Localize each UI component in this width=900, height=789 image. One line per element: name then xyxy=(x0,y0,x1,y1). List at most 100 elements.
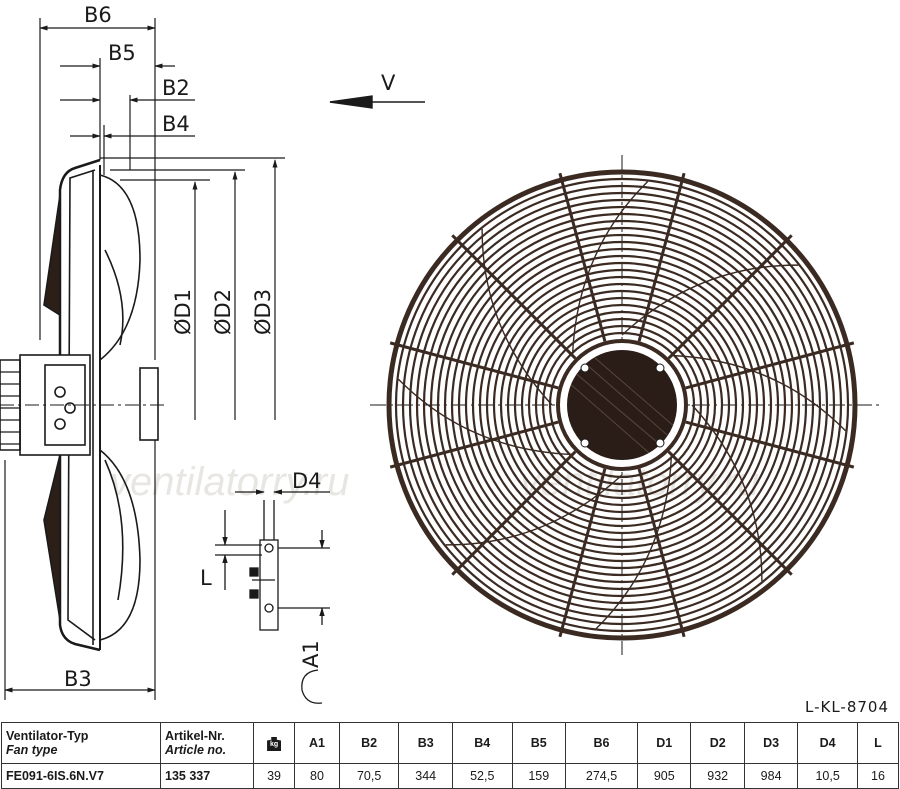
cell-value: 932 xyxy=(690,763,745,789)
side-dimensions xyxy=(4,18,285,700)
header-col: B5 xyxy=(511,722,566,764)
grille-struts xyxy=(389,172,855,638)
header-article: Artikel-Nr. Article no. xyxy=(160,722,254,764)
label-l: L xyxy=(200,566,212,590)
header-col: D4 xyxy=(797,722,858,764)
fan-blade-edge xyxy=(445,474,623,546)
header-col: D2 xyxy=(690,722,745,764)
grille-ring xyxy=(541,324,703,486)
grille-ring xyxy=(534,317,710,493)
cell-value: 984 xyxy=(743,763,799,789)
weight-icon: kg xyxy=(267,737,282,751)
grille-strut xyxy=(637,468,686,638)
grille-ring xyxy=(485,268,759,542)
grille-ring xyxy=(457,240,787,570)
fan-blades xyxy=(397,180,847,630)
cell-value: 70,5 xyxy=(338,763,400,789)
cell-value: 905 xyxy=(637,763,692,789)
label-view: V xyxy=(381,71,396,95)
header-fan-type-de: Ventilator-Typ xyxy=(6,729,89,743)
label-a1: A1 xyxy=(299,640,323,668)
grille-ring xyxy=(408,191,836,619)
hub-bolt-1 xyxy=(580,363,590,373)
spec-table: Ventilator-Typ Fan type Artikel-Nr. Arti… xyxy=(1,722,900,789)
header-col: B4 xyxy=(451,722,513,764)
grille-rings xyxy=(386,169,858,641)
grille-strut xyxy=(685,341,855,390)
label-b5: B5 xyxy=(108,41,136,65)
fan-blade-edge xyxy=(571,180,649,356)
cell-value: 274,5 xyxy=(564,763,639,789)
hub-bolt-2 xyxy=(655,363,665,373)
grille-strut xyxy=(558,468,607,638)
label-d1: ØD1 xyxy=(171,289,195,335)
table-row: FE091-6IS.6N.V7 135 337 39 80 70,5 344 5… xyxy=(1,763,900,789)
fan-blade-edge xyxy=(671,354,847,432)
label-d2: ØD2 xyxy=(211,289,235,335)
grille-strut xyxy=(451,234,577,360)
cell-value: 16 xyxy=(856,763,900,789)
fan-blade-edge xyxy=(595,454,673,630)
header-fan-type-en: Fan type xyxy=(6,743,58,757)
technical-drawing: ventilatorry.ru ventilatorry.ru xyxy=(0,3,889,716)
grille-strut xyxy=(558,172,607,342)
label-d3: ØD3 xyxy=(251,289,275,335)
grille-ring xyxy=(513,296,731,514)
grille-strut xyxy=(389,420,559,469)
grille-ring xyxy=(499,282,745,528)
fan-blade-edge xyxy=(397,378,573,456)
cell-value: 80 xyxy=(294,763,340,789)
grille-ring xyxy=(520,303,724,507)
label-b6: B6 xyxy=(84,3,112,27)
label-b2: B2 xyxy=(162,76,190,100)
header-col: D1 xyxy=(637,722,692,764)
header-col: B2 xyxy=(338,722,400,764)
grille-strut xyxy=(685,420,855,469)
grille-ring xyxy=(422,205,822,605)
hub xyxy=(567,350,677,460)
drawing-reference: L-KL-8704 xyxy=(805,698,889,716)
header-article-en: Article no. xyxy=(165,743,227,757)
grille-ring xyxy=(386,169,858,641)
cell-weight: 39 xyxy=(252,763,296,789)
header-article-de: Artikel-Nr. xyxy=(165,729,225,743)
grille-ring xyxy=(471,254,773,556)
grille-ring xyxy=(450,233,794,577)
cell-value: 10,5 xyxy=(797,763,858,789)
view-arrow xyxy=(329,95,425,109)
grille-ring xyxy=(443,226,801,584)
header-weight: kg xyxy=(252,722,296,764)
cell-value: 52,5 xyxy=(451,763,513,789)
grille-ring xyxy=(415,198,829,612)
grille-ring xyxy=(506,289,738,521)
grille-strut xyxy=(389,341,559,390)
cell-fan-type: FE091-6IS.6N.V7 xyxy=(1,763,161,789)
header-col: D3 xyxy=(743,722,799,764)
table-header-row: Ventilator-Typ Fan type Artikel-Nr. Arti… xyxy=(1,722,900,764)
hub-bolt-4 xyxy=(655,438,665,448)
fan-blade-edge xyxy=(621,264,799,336)
fan-blade-edge xyxy=(481,228,553,406)
grille-ring xyxy=(436,219,808,591)
grille-ring xyxy=(394,177,850,633)
header-col: A1 xyxy=(294,722,340,764)
grille-strut xyxy=(637,172,686,342)
label-b3: B3 xyxy=(64,667,92,691)
hub-bolt-3 xyxy=(580,438,590,448)
fan-blade-edge xyxy=(691,404,763,582)
grille-strut xyxy=(667,234,793,360)
grille-ring xyxy=(401,184,843,626)
grille-ring xyxy=(492,275,752,535)
cell-article: 135 337 xyxy=(160,763,254,789)
fan-side-view xyxy=(0,158,165,652)
watermark: ventilatorry.ru xyxy=(110,460,349,504)
header-col: L xyxy=(856,722,900,764)
label-d4: D4 xyxy=(292,469,322,493)
cell-value: 344 xyxy=(398,763,453,789)
label-b4: B4 xyxy=(162,112,190,136)
grille-ring xyxy=(478,261,766,549)
fan-front-view xyxy=(370,155,880,655)
grille-ring xyxy=(429,212,815,598)
cell-value: 159 xyxy=(511,763,566,789)
grille-ring xyxy=(464,247,780,563)
